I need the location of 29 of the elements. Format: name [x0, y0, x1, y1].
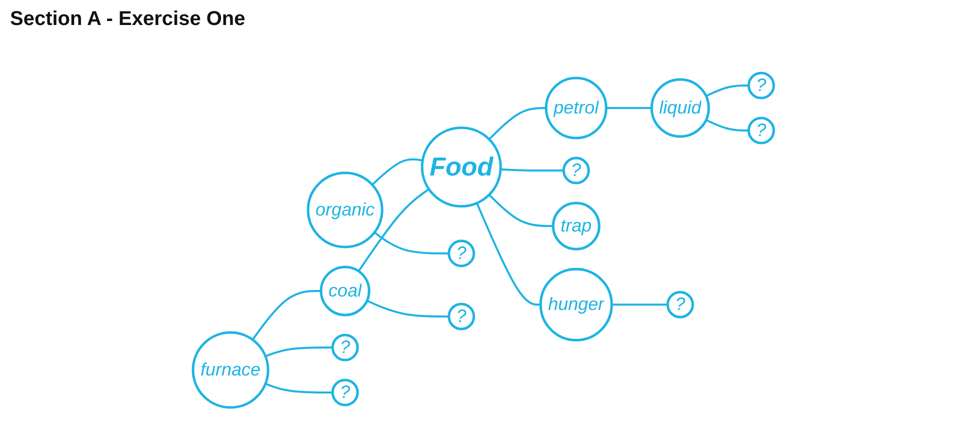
node-circle: organic — [306, 172, 384, 248]
connector — [606, 107, 652, 110]
connector — [612, 304, 668, 306]
node-circle: trap — [552, 202, 601, 251]
title: Section A - Exercise One — [10, 8, 246, 31]
connector — [706, 84, 749, 98]
connector — [476, 202, 541, 306]
connector — [488, 194, 554, 228]
connector — [488, 107, 546, 140]
connector — [372, 158, 423, 186]
connector — [265, 346, 333, 358]
connector — [374, 232, 449, 255]
connector — [706, 119, 749, 132]
connector — [366, 300, 449, 318]
connector — [500, 168, 564, 172]
node-circle: ? — [448, 240, 476, 268]
node-circle: ? — [748, 72, 776, 100]
node-circle: liquid — [650, 78, 710, 138]
node-circle: ? — [331, 378, 359, 406]
node-circle: ? — [666, 291, 694, 319]
connector — [358, 188, 430, 272]
node-circle: ? — [331, 334, 359, 362]
node-circle: ? — [562, 157, 590, 185]
node-circle: furnace — [192, 331, 270, 409]
connector — [265, 382, 333, 394]
node-circle: ? — [448, 302, 476, 330]
connector — [252, 290, 322, 340]
node-circle: Food — [420, 126, 502, 208]
node-circle: ? — [748, 117, 776, 144]
